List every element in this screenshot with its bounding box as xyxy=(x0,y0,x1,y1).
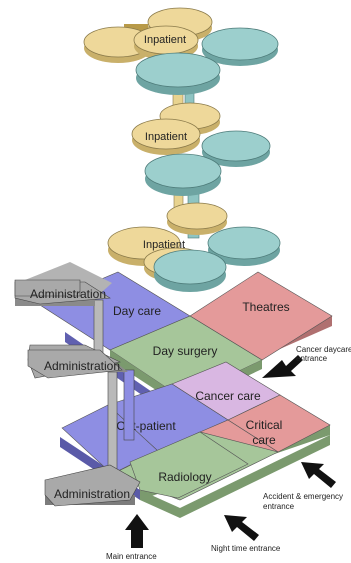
night-time-entrance-label: Night time entrance xyxy=(211,544,281,553)
administration-label-2: Administration xyxy=(44,359,120,373)
administration-label-1: Administration xyxy=(30,287,106,301)
inpatient-label-1: Inpatient xyxy=(144,34,186,46)
accident-emergency-arrow-icon xyxy=(301,462,336,488)
theatres-label: Theatres xyxy=(242,300,289,314)
night-time-arrow-icon xyxy=(224,515,259,541)
cancer-care-label: Cancer care xyxy=(195,389,261,403)
administration-block-3 xyxy=(44,464,141,507)
administration-stack: Administration Administration Administra… xyxy=(14,262,141,507)
inpatient-label-3: Inpatient xyxy=(143,239,185,251)
inpatient-label-2: Inpatient xyxy=(145,131,187,143)
main-entrance-arrow-icon xyxy=(125,514,149,548)
day-surgery-label: Day surgery xyxy=(153,344,218,358)
day-care-label: Day care xyxy=(113,304,161,318)
inpatient-level-2 xyxy=(131,102,271,167)
inpatient-disc-teal xyxy=(201,27,279,61)
inpatient-level-3 xyxy=(107,202,281,292)
main-entrance-label: Main entrance xyxy=(106,552,157,561)
inpatient-tower: Inpatient Inpatient Inpatient xyxy=(83,7,281,292)
cancer-daycare-entrance-label-1: Cancer daycare xyxy=(296,345,351,354)
critical-care-label-1: Critical xyxy=(246,418,283,432)
radiology-label: Radiology xyxy=(158,470,211,484)
entrance-arrows xyxy=(125,355,336,548)
administration-label-3: Administration xyxy=(54,487,130,501)
cancer-daycare-entrance-label-2: entrance xyxy=(296,354,328,363)
accident-emergency-label-2: entrance xyxy=(263,502,295,511)
accident-emergency-label-1: Accident & emergency xyxy=(263,492,343,501)
inpatient-disc-teal xyxy=(135,52,221,88)
connecting-column xyxy=(123,369,135,441)
critical-care-label-2: care xyxy=(252,433,276,447)
cancer-daycare-arrow-icon xyxy=(262,355,303,378)
